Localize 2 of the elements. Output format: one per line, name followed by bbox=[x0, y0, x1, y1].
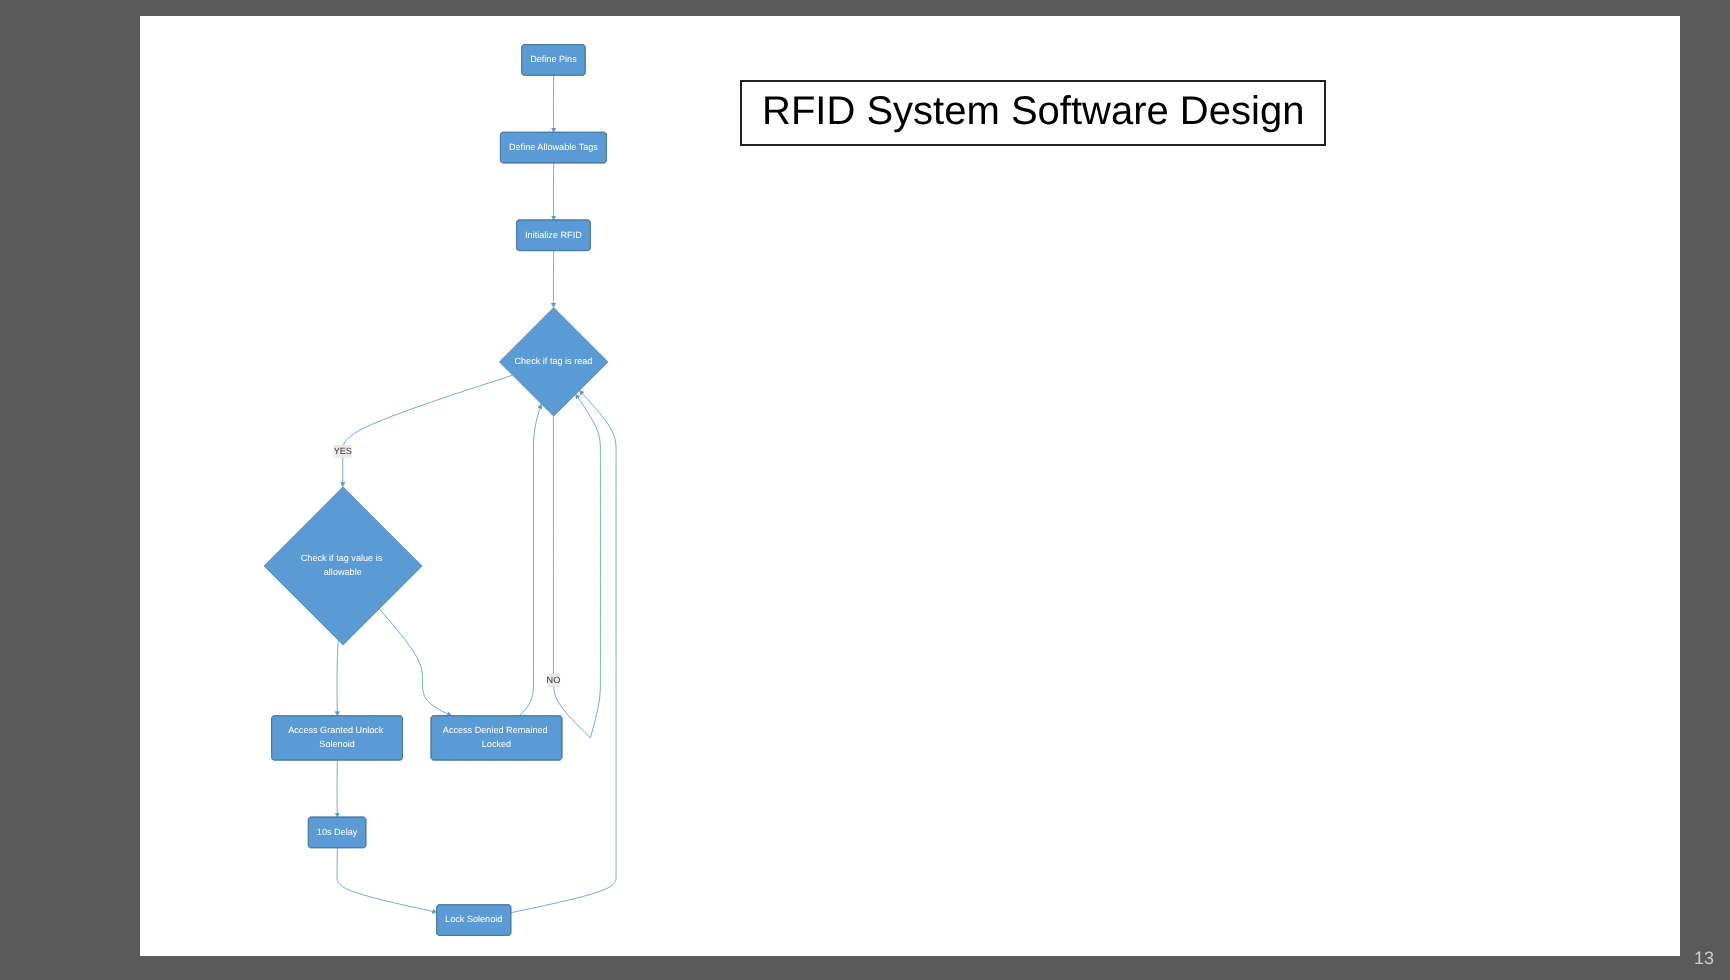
page-number: 13 bbox=[1693, 948, 1714, 968]
title: RFID System Software Design bbox=[740, 80, 1327, 146]
